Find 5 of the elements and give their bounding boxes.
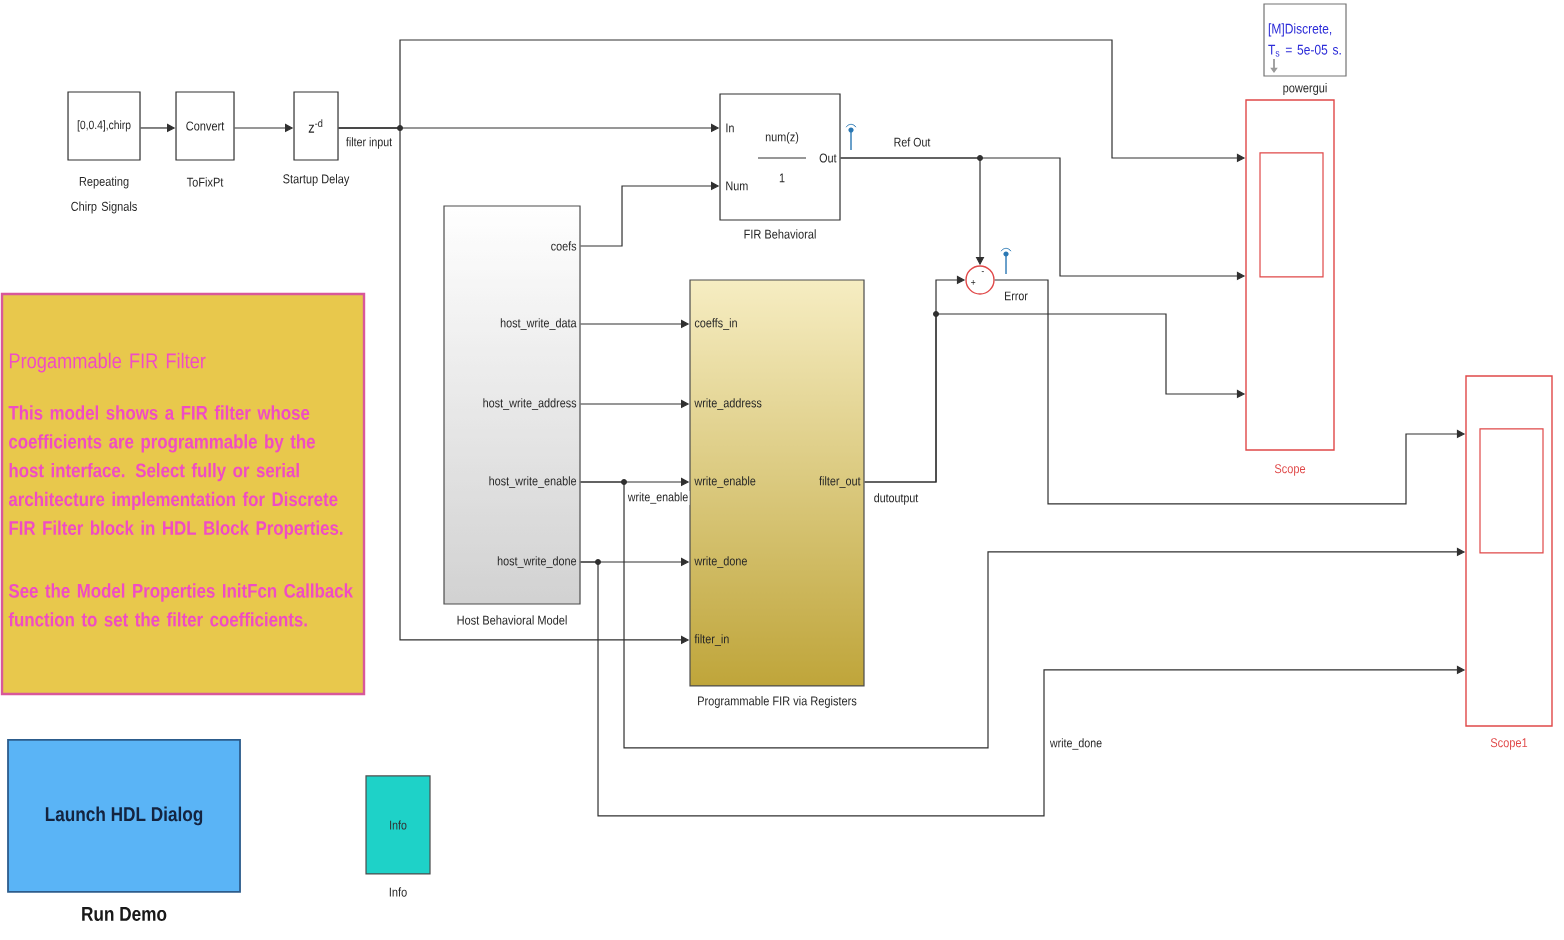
button: Launch HDL Dialog — [7, 739, 241, 893]
annotation-heading: Progammable FIR Filter — [9, 352, 206, 373]
block-label: Run Demo — [82, 907, 167, 921]
annotation-text: This model shows a FIR filter whose coefficients are programmable by the host interface. Select fully or serial architecture implementation for Discrete FIR Filter block in HDL Block Properties. — [8, 405, 343, 539]
annotation-text: See the Model Properties InitFcn Callback function to set the filter coefficients. — [8, 583, 353, 627]
